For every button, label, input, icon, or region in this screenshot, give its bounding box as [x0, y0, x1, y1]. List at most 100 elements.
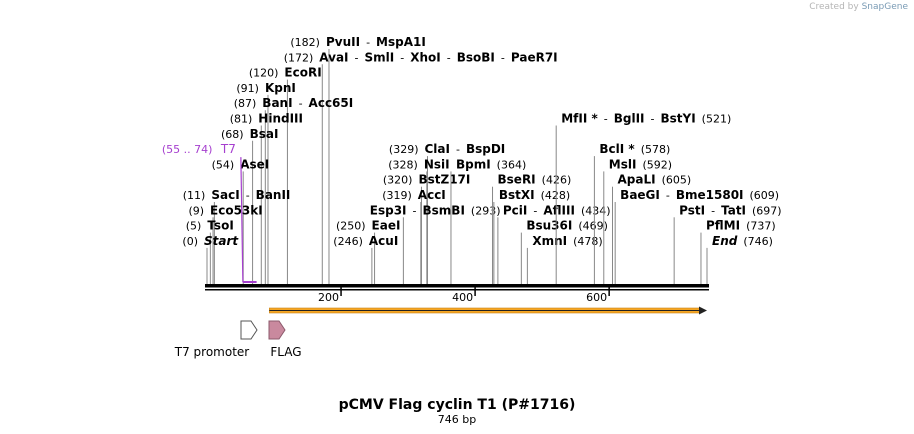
map-length: 746 bp — [438, 413, 476, 426]
site-psti[interactable]: PstI-TatI(697) — [673, 203, 782, 284]
site-separator: - — [246, 189, 250, 202]
site-clai[interactable]: (329)ClaI-BspDI — [389, 142, 505, 284]
feature-track: T7 promoter FLAG — [174, 306, 707, 359]
site-name: BspDI — [466, 142, 505, 156]
tick-label: 400 — [452, 291, 473, 304]
site-name: BsaI — [250, 127, 279, 141]
site-name: AcuI — [369, 234, 398, 248]
site-name: Start — [204, 234, 239, 248]
primer-t7[interactable]: (55 .. 74)T7 — [162, 142, 257, 283]
site-acci[interactable]: (319)AccI — [382, 188, 446, 284]
site-position: (172) — [284, 51, 314, 64]
site-name: Eco53kI — [210, 203, 263, 217]
site-baegi[interactable]: BaeGI-Bme1580I(609) — [614, 188, 779, 284]
site-position: (250) — [336, 220, 366, 233]
site-ecori[interactable]: (120)EcoRI — [249, 66, 322, 284]
site-eaei[interactable]: (250)EaeI — [336, 219, 401, 284]
tick-label: 600 — [586, 291, 607, 304]
site-separator: - — [413, 204, 417, 217]
site-position: (605) — [662, 174, 692, 187]
site-kpni[interactable]: (91) KpnI — [236, 81, 296, 284]
site-msli[interactable]: MslI(592) — [603, 157, 672, 284]
site-position: (478) — [573, 235, 603, 248]
site-position: (5) — [186, 220, 202, 233]
site-esp3i[interactable]: Esp3I-BsmBI(293) — [370, 203, 501, 284]
site-acui[interactable]: (246)AcuI — [333, 234, 398, 284]
site-position: (428) — [541, 189, 571, 202]
site-name: PflMI — [706, 219, 740, 233]
site-name: Acc65I — [309, 96, 354, 110]
site-separator: - — [447, 51, 451, 64]
site-separator: - — [355, 51, 359, 64]
backbone-upper — [205, 284, 709, 288]
site-bcli[interactable]: BclI * (578) — [593, 142, 671, 284]
site-xmni[interactable]: XmnI (478) — [526, 234, 603, 284]
site-position: (578) — [641, 143, 671, 156]
site-name: BglII — [614, 112, 645, 126]
orf-arrow-head — [699, 306, 707, 315]
site-name: Bme1580I — [676, 188, 744, 202]
site-name: XmnI — [532, 234, 567, 248]
site-bstz17i[interactable]: (320)BstZ17I — [383, 173, 470, 284]
site-separator: - — [651, 113, 655, 126]
site-name: End — [712, 234, 738, 248]
site-name: BanII — [256, 188, 291, 202]
site-position: (328) — [388, 158, 418, 171]
site-asei[interactable]: (54)AseI — [212, 157, 270, 284]
site-position: (11) — [183, 189, 206, 202]
site-separator: - — [400, 51, 404, 64]
site-position: (592) — [642, 158, 672, 171]
feature-arrow-shape — [240, 320, 258, 340]
site-name: AvaI — [319, 50, 348, 64]
primer-connector — [240, 157, 244, 283]
site-name: ClaI — [425, 142, 450, 156]
site-name: Bsu36I — [526, 219, 572, 233]
site-separator: - — [533, 204, 537, 217]
site-eco53ki[interactable]: (9)Eco53kI — [188, 203, 263, 284]
site-pflmi[interactable]: PflMI(737) — [700, 219, 776, 284]
site-name: BclI * — [599, 142, 635, 156]
site-avai[interactable]: (172)AvaI-SmlI-XhoI-BsoBI-PaeR7I — [284, 50, 558, 284]
site-name: PvuII — [326, 35, 360, 49]
site-nsii[interactable]: (328) NsiI — [388, 157, 450, 284]
site-name: HindIII — [258, 112, 303, 126]
feature-arrow-shape — [268, 320, 286, 340]
site-start[interactable]: (0) Start — [182, 234, 239, 284]
site-mfii[interactable]: MfII *-BglII-BstYI(521) — [555, 112, 731, 285]
site-name: BaeGI — [620, 188, 660, 202]
site-tsoi[interactable]: (5)TsoI — [186, 219, 234, 284]
site-bpmi[interactable]: BpmI(364) — [450, 157, 526, 284]
primer-position: (55 .. 74) — [162, 143, 213, 156]
site-bstxi[interactable]: BstXI(428) — [493, 188, 571, 284]
site-saci[interactable]: (11)SacI-BanII — [183, 188, 291, 284]
site-separator: - — [456, 143, 460, 156]
site-bsu36i[interactable]: Bsu36I(469) — [520, 219, 608, 284]
feature-flag[interactable]: FLAG — [268, 320, 302, 359]
site-separator: - — [604, 113, 608, 126]
site-name: KpnI — [265, 81, 296, 95]
site-position: (91) — [236, 82, 259, 95]
site-pvuii[interactable]: (182)PvuII-MspA1I — [290, 35, 426, 284]
site-name: PstI — [679, 203, 705, 217]
site-position: (87) — [234, 97, 257, 110]
site-pcii[interactable]: PciI-AflIII(434) — [497, 203, 611, 284]
feature-label: T7 promoter — [174, 345, 250, 359]
site-name: EcoRI — [284, 66, 321, 80]
site-hindiii[interactable]: (81)HindIII — [230, 112, 303, 285]
watermark-brand: SnapGene — [861, 2, 908, 12]
site-name: AseI — [240, 157, 269, 171]
site-name: Esp3I — [370, 203, 407, 217]
site-position: (68) — [221, 128, 244, 141]
feature-t7-promoter[interactable]: T7 promoter — [174, 320, 258, 359]
orf-arrow[interactable] — [269, 306, 707, 315]
site-name: PaeR7I — [511, 50, 558, 64]
site-name: NsiI — [424, 157, 450, 171]
site-end[interactable]: End(746) — [706, 234, 773, 284]
site-position: (0) — [182, 235, 198, 248]
site-bsai[interactable]: (68) BsaI — [221, 127, 278, 284]
site-separator: - — [666, 189, 670, 202]
site-bseri[interactable]: BseRI(426) — [492, 173, 572, 284]
site-bani[interactable]: (87)BanI-Acc65I — [234, 96, 354, 284]
site-apali[interactable]: ApaLI(605) — [611, 173, 692, 284]
